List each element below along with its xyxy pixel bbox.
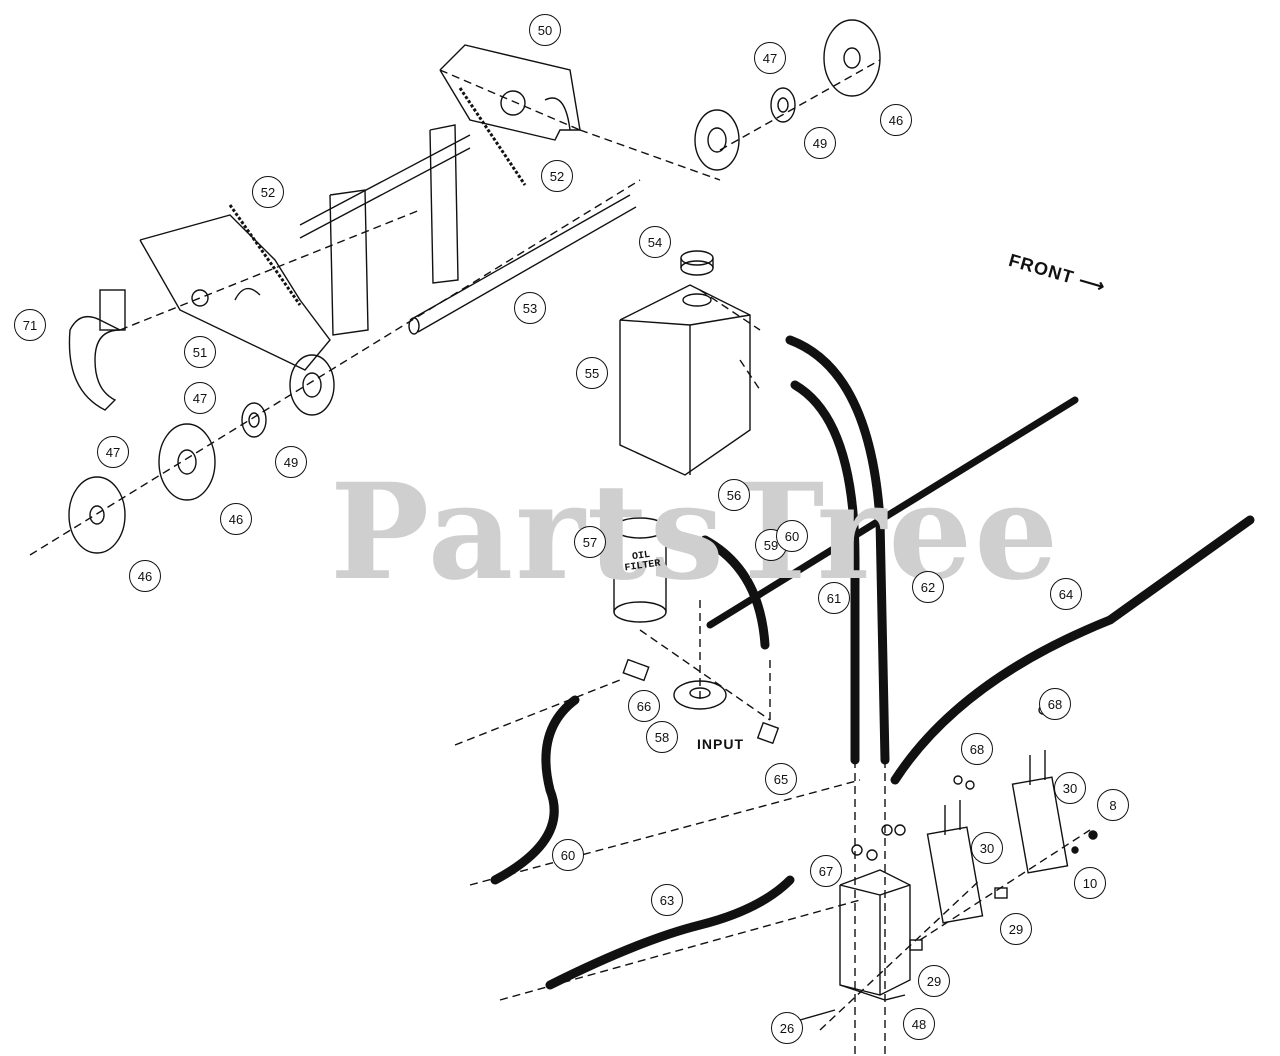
hydraulic-hoses	[490, 335, 1255, 990]
callout-58[interactable]: 58	[646, 721, 678, 753]
hose-61	[790, 380, 860, 765]
hose-63	[545, 875, 795, 990]
callout-47[interactable]: 47	[97, 436, 129, 468]
callout-47[interactable]: 47	[754, 42, 786, 74]
flange-bearing-49-upper	[694, 87, 796, 171]
callout-10[interactable]: 10	[1074, 867, 1106, 899]
callout-68[interactable]: 68	[961, 733, 993, 765]
callout-49[interactable]: 49	[804, 127, 836, 159]
callout-60[interactable]: 60	[776, 520, 808, 552]
callout-60[interactable]: 60	[552, 839, 584, 871]
callout-62[interactable]: 62	[912, 571, 944, 603]
callout-55[interactable]: 55	[576, 357, 608, 389]
callout-63[interactable]: 63	[651, 884, 683, 916]
callout-67[interactable]: 67	[810, 855, 842, 887]
oil-tank-55	[619, 250, 751, 476]
callout-47[interactable]: 47	[184, 382, 216, 414]
callout-53[interactable]: 53	[514, 292, 546, 324]
support-frame	[299, 124, 471, 336]
callout-30[interactable]: 30	[1054, 772, 1086, 804]
callout-71[interactable]: 71	[14, 309, 46, 341]
hose-62	[785, 335, 890, 765]
flange-bearing-49-lower	[241, 354, 335, 438]
callout-8[interactable]: 8	[1097, 789, 1129, 821]
callout-46[interactable]: 46	[129, 560, 161, 592]
bracket-plate-51	[139, 214, 331, 371]
callout-52[interactable]: 52	[541, 160, 573, 192]
callout-26[interactable]: 26	[771, 1012, 803, 1044]
assembly-axis-lines	[29, 59, 1091, 1056]
callout-52[interactable]: 52	[252, 176, 284, 208]
callout-30[interactable]: 30	[971, 832, 1003, 864]
hose-64	[890, 515, 1255, 785]
control-valves-30	[926, 750, 1069, 924]
hose-59	[700, 535, 770, 650]
callout-48[interactable]: 48	[903, 1008, 935, 1040]
callout-46[interactable]: 46	[220, 503, 252, 535]
oil-filter-57	[613, 517, 667, 623]
springs-52	[228, 87, 527, 306]
pedal-71	[68, 289, 126, 411]
small-fittings	[799, 705, 1098, 1021]
callout-54[interactable]: 54	[639, 226, 671, 258]
input-label: INPUT	[697, 736, 744, 752]
callout-68[interactable]: 68	[1039, 688, 1071, 720]
callout-65[interactable]: 65	[765, 763, 797, 795]
callout-51[interactable]: 51	[184, 336, 216, 368]
bracket-plate-50	[439, 44, 581, 141]
callout-29[interactable]: 29	[1000, 913, 1032, 945]
hose-60-lower	[490, 695, 580, 885]
callout-56[interactable]: 56	[718, 479, 750, 511]
tube-60-upper	[706, 396, 1079, 629]
valve-block-48	[839, 869, 911, 1001]
callout-29[interactable]: 29	[918, 965, 950, 997]
callout-57[interactable]: 57	[574, 526, 606, 558]
callout-46[interactable]: 46	[880, 104, 912, 136]
callout-61[interactable]: 61	[818, 582, 850, 614]
callout-49[interactable]: 49	[275, 446, 307, 478]
callout-64[interactable]: 64	[1050, 578, 1082, 610]
callout-50[interactable]: 50	[529, 14, 561, 46]
callout-66[interactable]: 66	[628, 690, 660, 722]
pulleys-46	[68, 19, 881, 554]
filter-head-58	[622, 658, 780, 745]
shaft-53	[408, 194, 637, 335]
